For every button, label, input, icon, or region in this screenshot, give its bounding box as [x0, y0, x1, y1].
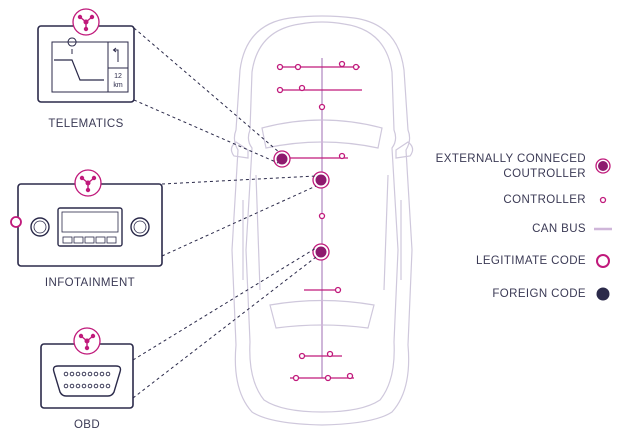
- legitimate-code-symbol: [596, 254, 610, 268]
- preset-button: [84, 236, 95, 244]
- preset-button: [62, 236, 73, 244]
- controller-node: [338, 152, 346, 160]
- turn-arrow-icon: [112, 47, 119, 62]
- map-pin-icon: [67, 37, 77, 54]
- telematics-screen-number: 12: [114, 73, 122, 80]
- controller-node: [318, 212, 326, 220]
- controller-node: [292, 374, 300, 382]
- infotainment-module: [10, 169, 163, 267]
- controller-node: [346, 372, 354, 380]
- map-route: [54, 59, 104, 81]
- legend-can-bus-label: CAN BUS: [532, 223, 586, 235]
- controller-branches: [278, 66, 362, 379]
- obd-module: [40, 327, 134, 409]
- preset-button: [73, 236, 84, 244]
- share-node-icon: [77, 14, 95, 32]
- share-node-icon: [79, 175, 97, 193]
- share-node-icon: [78, 333, 96, 351]
- controller-node: [318, 103, 326, 111]
- external-controller-node: [276, 153, 288, 165]
- legend-symbols: [594, 158, 612, 301]
- legitimate-code-indicator: [10, 216, 22, 228]
- controller-node: [276, 63, 284, 71]
- controller-node: [298, 84, 306, 92]
- preset-button: [95, 236, 106, 244]
- legend-external-label: EXTERNALLY CONNECED COUTROLLER: [436, 152, 586, 182]
- infotainment-label: INFOTAINMENT: [44, 277, 136, 289]
- external-controller-node: [315, 246, 327, 258]
- controller-node: [276, 86, 284, 94]
- controller-symbol: [599, 196, 607, 204]
- external-controller-node: [315, 174, 327, 186]
- controller-node: [324, 374, 332, 382]
- legend-legitimate-label: LEGITIMATE CODE: [476, 255, 586, 267]
- controller-node: [352, 63, 360, 71]
- telematics-module: [37, 8, 135, 103]
- controller-node: [338, 60, 346, 68]
- legend-external-line1: EXTERNALLY CONNECED: [435, 153, 586, 165]
- legend-external-line2: COUTROLLER: [503, 168, 586, 180]
- controller-node: [326, 350, 334, 358]
- controllers: [276, 60, 360, 382]
- external-controller-symbol: [598, 161, 608, 171]
- obd-port-icon: [52, 365, 122, 397]
- obd-label: OBD: [73, 419, 101, 431]
- telematics-screen-unit: km: [113, 82, 123, 89]
- foreign-code-symbol: [596, 287, 610, 301]
- dashed-connectors: [132, 27, 317, 399]
- external-controllers: [273, 150, 330, 261]
- controller-node: [294, 63, 302, 71]
- telematics-label: TELEMATICS: [48, 118, 124, 130]
- legend-controller-label: CONTROLLER: [503, 194, 586, 206]
- car-outline: [230, 15, 414, 426]
- legend-foreign-label: FOREIGN CODE: [492, 288, 586, 300]
- infotainment-display: [57, 207, 123, 247]
- controller-node: [298, 352, 306, 360]
- controller-node: [334, 286, 342, 294]
- preset-button: [106, 236, 117, 244]
